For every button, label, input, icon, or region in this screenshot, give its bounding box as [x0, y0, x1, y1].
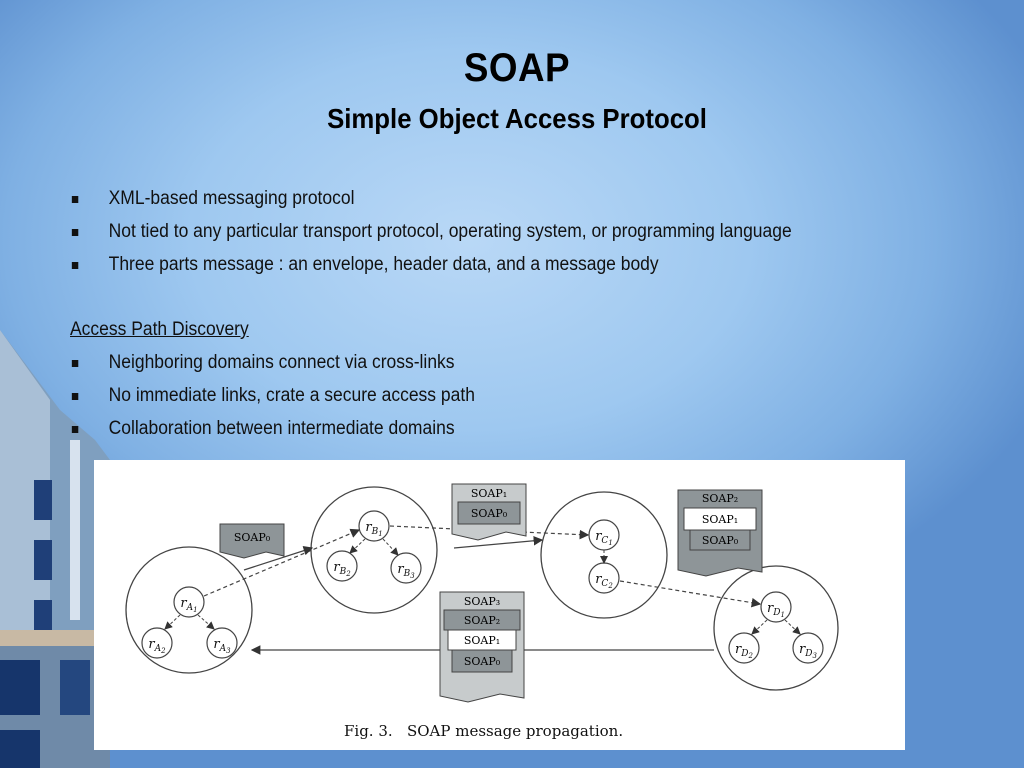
node-rA2 [141, 627, 173, 659]
slide-subtitle: Simple Object Access Protocol [327, 103, 707, 134]
arrow-to-domain-b [243, 546, 314, 571]
message-label: SOAP₁ [702, 513, 738, 526]
link-rB1-rB2 [349, 538, 366, 554]
message-soap1: SOAP₁ SOAP₀ [451, 483, 527, 541]
node-label-rA1: rA1 [180, 596, 197, 614]
link-rA1-rB1 [203, 528, 361, 597]
node-rD3 [792, 632, 824, 664]
node-rD2 [728, 632, 760, 664]
message-label: SOAP₁ [464, 634, 500, 647]
section-heading-row: Access Path Discovery [70, 319, 249, 341]
bullet-text: Three parts message : an envelope, heade… [108, 254, 659, 275]
slide-title: SOAP [463, 46, 571, 90]
domain-a-circle [125, 546, 253, 674]
bullet-square-icon [71, 262, 79, 269]
node-rB3 [390, 552, 422, 584]
node-rA3 [206, 627, 238, 659]
message-label: SOAP₀ [702, 534, 739, 547]
node-rB1 [358, 510, 390, 542]
domain-b-circle [310, 486, 438, 614]
bullet-item: XML-based messaging protocol [70, 188, 354, 210]
bullet-item: Collaboration between intermediate domai… [70, 418, 455, 440]
figure-diagram: rA1 rA2 rA3 rB1 rB2 rB3 rC1 rC2 rD1 rD2 … [125, 483, 839, 740]
message-label: SOAP₂ [464, 614, 500, 627]
bullet-text: Not tied to any particular transport pro… [108, 221, 792, 242]
bullet-text: No immediate links, crate a secure acces… [108, 385, 475, 406]
link-rA1-rA2 [164, 614, 181, 630]
bullet-text: Neighboring domains connect via cross-li… [108, 352, 455, 373]
bullet-square-icon [71, 360, 79, 367]
node-rB2 [326, 550, 358, 582]
node-label-rA3: rA3 [213, 637, 231, 655]
node-label-rB3: rB3 [397, 562, 415, 580]
node-label-rB2: rB2 [333, 560, 351, 578]
node-rA1 [173, 586, 205, 618]
message-label: SOAP₂ [702, 492, 738, 505]
node-label-rD2: rD2 [735, 642, 753, 660]
node-label-rA2: rA2 [148, 637, 166, 655]
message-label: SOAP₀ [234, 531, 271, 544]
bullet-text: Collaboration between intermediate domai… [108, 418, 455, 439]
domain-d-circle [713, 565, 839, 691]
bullet-item: Neighboring domains connect via cross-li… [70, 352, 455, 374]
link-rD1-rD2 [751, 619, 768, 635]
message-label: SOAP₀ [471, 507, 508, 520]
bullet-square-icon [71, 196, 79, 203]
bullet-item: Three parts message : an envelope, heade… [70, 254, 659, 276]
link-rD1-rD3 [784, 619, 801, 635]
arrow-to-domain-c [453, 535, 544, 549]
message-label: SOAP₀ [464, 655, 501, 668]
node-label-rC1: rC1 [595, 529, 613, 547]
message-label: SOAP₁ [471, 487, 507, 500]
node-label-rD3: rD3 [799, 642, 817, 660]
link-rC2-rD1 [619, 580, 762, 608]
bullet-text: XML-based messaging protocol [108, 188, 355, 209]
node-label-rC2: rC2 [595, 572, 613, 590]
bullet-square-icon [71, 426, 79, 433]
section-heading: Access Path Discovery [70, 319, 249, 340]
message-label: SOAP₃ [464, 595, 500, 608]
node-label-rD1: rD1 [767, 601, 785, 619]
link-rB1-rB3 [382, 538, 399, 556]
link-rA1-rA3 [197, 614, 215, 630]
soap-propagation-figure: rA1 rA2 rA3 rB1 rB2 rB3 rC1 rC2 rD1 rD2 … [94, 460, 905, 750]
message-soap0: SOAP₀ [219, 523, 285, 559]
message-soap2: SOAP₂ SOAP₁ SOAP₀ [677, 489, 763, 577]
bullet-item: Not tied to any particular transport pro… [70, 221, 792, 243]
building-background-image [0, 330, 110, 768]
message-soap3: SOAP₃ SOAP₂ SOAP₁ SOAP₀ [439, 591, 525, 703]
bullet-square-icon [71, 229, 79, 236]
figure-caption: Fig. 3. SOAP message propagation. [344, 722, 623, 740]
bullet-square-icon [71, 393, 79, 400]
node-label-rB1: rB1 [365, 520, 382, 538]
bullet-item: No immediate links, crate a secure acces… [70, 385, 475, 407]
domain-c-circle [540, 491, 668, 619]
